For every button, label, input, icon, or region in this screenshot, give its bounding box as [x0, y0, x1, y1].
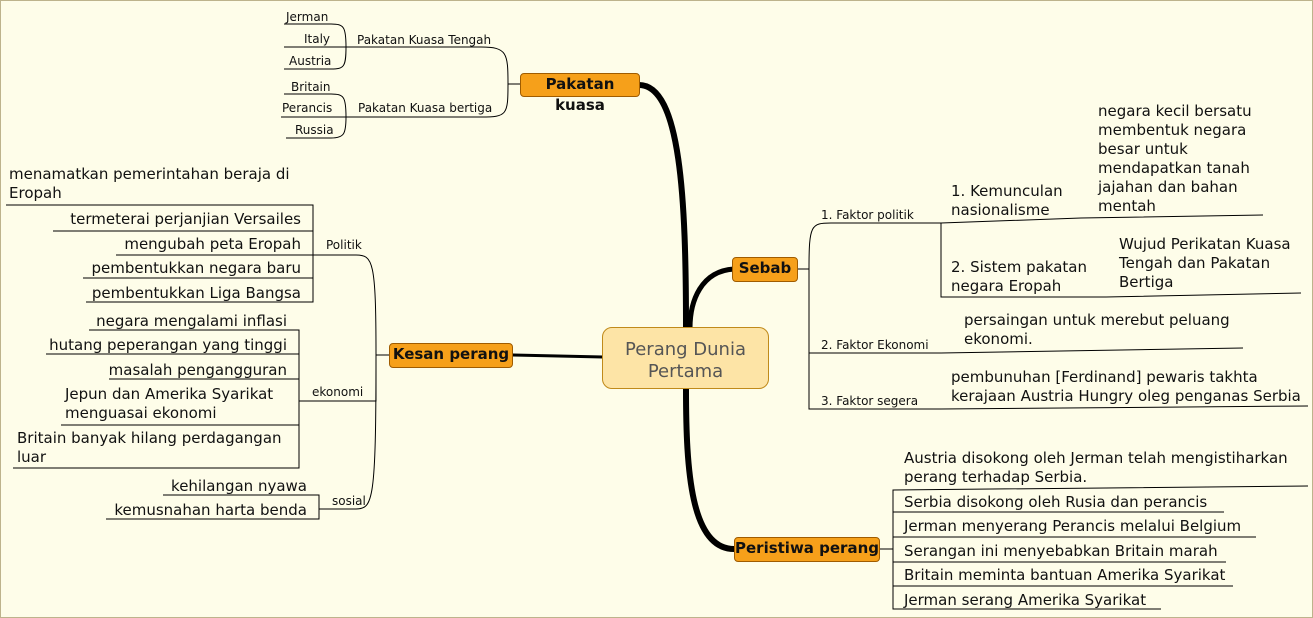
politik-sub2-label[interactable]: 2. Sistem pakatan negara Eropah	[951, 258, 1087, 296]
peristiwa-item-3[interactable]: Jerman menyerang Perancis melalui Belgiu…	[904, 517, 1242, 535]
kesan-sosial-item-2[interactable]: kemusnahan harta benda	[114, 501, 307, 519]
branch-pakatan-kuasa[interactable]: Pakatan kuasa	[520, 73, 640, 114]
ekonomi-detail[interactable]: persaingan untuk merebut peluang ekonomi…	[964, 311, 1230, 349]
branch-peristiwa-perang[interactable]: Peristiwa perang	[734, 537, 880, 562]
main-connector-pakatan	[636, 82, 689, 331]
kesan-politik-label[interactable]: Politik	[326, 238, 362, 252]
item-line: Eropah	[9, 184, 62, 202]
segera-detail[interactable]: pembunuhan [Ferdinand] pewaris takhta ke…	[951, 368, 1301, 406]
pakatan-item-perancis[interactable]: Perancis	[282, 101, 333, 115]
sebab-ekonomi-label[interactable]: 2. Faktor Ekonomi	[821, 338, 929, 352]
detail-line: Wujud Perikatan Kuasa	[1119, 235, 1291, 253]
item-line: Austria disokong oleh Jerman telah mengi…	[904, 449, 1288, 467]
peristiwa-item-2[interactable]: Serbia disokong oleh Rusia dan perancis	[904, 493, 1208, 511]
detail-line: jajahan dan bahan	[1098, 178, 1238, 196]
pakatan-item-britain[interactable]: Britain	[291, 80, 331, 94]
item-line: menguasai ekonomi	[65, 404, 217, 422]
pakatan-item-italy[interactable]: Italy	[304, 32, 331, 46]
peristiwa-item-1[interactable]: Austria disokong oleh Jerman telah mengi…	[904, 449, 1288, 487]
kesan-politik-item-1[interactable]: menamatkan pemerintahan beraja di Eropah	[9, 165, 290, 203]
politik-sub2-line-1: 2. Sistem pakatan	[951, 258, 1087, 276]
politik-sub1-detail[interactable]: negara kecil bersatu membentuk negara be…	[1098, 102, 1252, 216]
item-line: luar	[17, 448, 47, 466]
main-connector-kesan	[511, 353, 605, 359]
detail-line: ekonomi.	[964, 330, 1033, 348]
detail-line: persaingan untuk merebut peluang	[964, 311, 1230, 329]
sebab-politik-label[interactable]: 1. Faktor politik	[821, 208, 914, 222]
kesan-politik-item-2[interactable]: termeterai perjanjian Versailes	[70, 210, 301, 228]
politik-sub2-detail[interactable]: Wujud Perikatan Kuasa Tengah dan Pakatan…	[1119, 235, 1291, 292]
branch-sebab[interactable]: Sebab	[732, 257, 798, 282]
peristiwa-item-6[interactable]: Jerman serang Amerika Syarikat	[904, 591, 1147, 609]
kesan-ekonomi-item-2[interactable]: hutang peperangan yang tinggi	[49, 336, 287, 354]
detail-line: kerajaan Austria Hungry oleg penganas Se…	[951, 387, 1301, 405]
peristiwa-item-5[interactable]: Britain meminta bantuan Amerika Syarikat	[904, 566, 1226, 584]
item-line: menamatkan pemerintahan beraja di	[9, 165, 290, 183]
detail-line: negara kecil bersatu	[1098, 102, 1252, 120]
item-line: Britain banyak hilang perdagangan	[17, 429, 282, 447]
main-connector-sebab	[687, 266, 737, 331]
central-topic-line-1: Perang Dunia	[625, 339, 746, 360]
kesan-ekonomi-item-1[interactable]: negara mengalami inflasi	[96, 312, 287, 330]
sebab-segera-label[interactable]: 3. Faktor segera	[821, 394, 919, 408]
detail-line: Bertiga	[1119, 273, 1174, 291]
peristiwa-item-4[interactable]: Serangan ini menyebabkan Britain marah	[904, 542, 1218, 560]
detail-line: mendapatkan tanah	[1098, 159, 1250, 177]
branch-kesan-perang[interactable]: Kesan perang	[389, 343, 513, 368]
politik-sub2-line-2: negara Eropah	[951, 277, 1062, 295]
detail-line: pembunuhan [Ferdinand] pewaris takhta	[951, 368, 1258, 386]
main-connector-peristiwa	[683, 386, 737, 552]
central-topic[interactable]: Perang Dunia Pertama	[602, 327, 769, 389]
kesan-politik-item-3[interactable]: mengubah peta Eropah	[124, 235, 301, 253]
detail-line: Tengah dan Pakatan	[1119, 254, 1271, 272]
detail-line: besar untuk	[1098, 140, 1188, 158]
pakatan-item-jerman[interactable]: Jerman	[286, 10, 329, 24]
kesan-politik-item-5[interactable]: pembentukkan Liga Bangsa	[91, 284, 301, 302]
kesan-ekonomi-item-3[interactable]: masalah pengangguran	[108, 361, 287, 379]
kesan-sosial-label[interactable]: sosial	[332, 494, 366, 508]
politik-sub1-line-2: nasionalisme	[951, 201, 1050, 219]
kesan-politik-item-4[interactable]: pembentukkan negara baru	[91, 259, 301, 277]
kesan-sosial-item-1[interactable]: kehilangan nyawa	[171, 477, 307, 495]
item-line: perang terhadap Serbia.	[904, 468, 1088, 486]
kesan-ekonomi-item-4[interactable]: Jepun dan Amerika Syarikat menguasai eko…	[65, 385, 273, 423]
pakatan-tengah-label[interactable]: Pakatan Kuasa Tengah	[357, 33, 492, 47]
detail-line: mentah	[1098, 197, 1156, 215]
pakatan-item-austria[interactable]: Austria	[289, 54, 332, 68]
detail-line: membentuk negara	[1098, 121, 1247, 139]
pakatan-bertiga-label[interactable]: Pakatan Kuasa bertiga	[358, 101, 493, 115]
politik-sub1-line-1: 1. Kemunculan	[951, 182, 1063, 200]
central-topic-line-2: Pertama	[647, 361, 724, 382]
politik-sub1-label[interactable]: 1. Kemunculan nasionalisme	[951, 182, 1063, 220]
pakatan-item-russia[interactable]: Russia	[295, 123, 334, 137]
kesan-ekonomi-item-5[interactable]: Britain banyak hilang perdagangan luar	[17, 429, 282, 467]
kesan-ekonomi-label[interactable]: ekonomi	[312, 385, 364, 399]
item-line: Jepun dan Amerika Syarikat	[65, 385, 274, 403]
